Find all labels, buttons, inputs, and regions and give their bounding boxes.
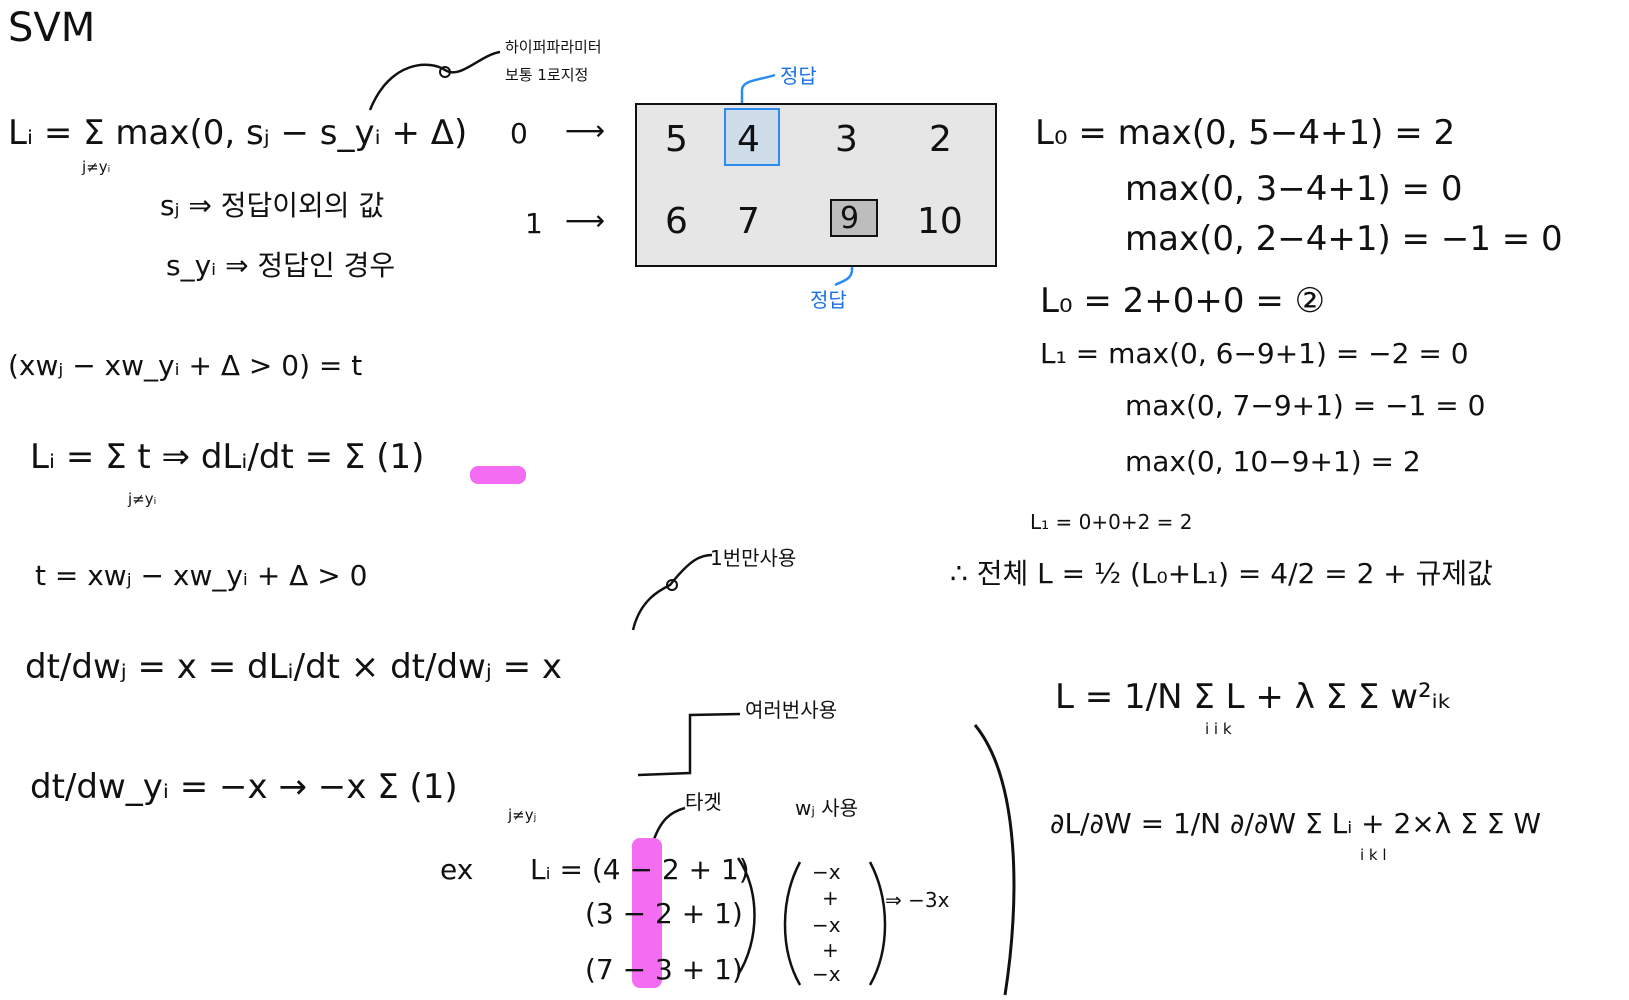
score-matrix: 5 4 3 2 6 7 9 10 <box>635 103 997 267</box>
answer-label-top: 정답 <box>780 64 817 88</box>
loss-formula: Lᵢ = Σ max(0, sⱼ − s_yᵢ + Δ) <box>8 113 468 153</box>
matrix-cell: 5 <box>665 119 688 160</box>
regularized-loss: L = 1/N Σ L + λ Σ Σ w²ᵢₖ <box>1055 677 1453 717</box>
sj-definition: sⱼ ⇒ 정답이외의 값 <box>160 189 385 222</box>
t-definition: (xwⱼ − xw_yᵢ + Δ > 0) = t <box>8 349 363 382</box>
ex-label: ex <box>440 853 474 886</box>
ex-result: ⇒ −3x <box>885 888 950 912</box>
vector-entry: + <box>822 938 839 962</box>
L1-line-3: max(0, 10−9+1) = 2 <box>1125 445 1421 478</box>
t-line: t = xwⱼ − xw_yᵢ + Δ > 0 <box>35 559 368 592</box>
divider-curve <box>973 724 1016 996</box>
correct-cell-highlight-row0 <box>724 108 780 166</box>
answer-bottom-arrow <box>834 237 854 287</box>
hyperparam-note-2: 보통 1로지정 <box>505 66 589 84</box>
matrix-cell: 9 <box>840 201 860 236</box>
dt-dwj: dt/dwⱼ = x = dLᵢ/dt × dt/dwⱼ = x <box>25 647 563 687</box>
note-once: 1번만사용 <box>710 546 797 570</box>
row-arrow-1: ⟶ <box>565 204 606 237</box>
wj-usage-note: wⱼ 사용 <box>795 796 859 820</box>
vector-entry: + <box>822 886 839 910</box>
loss-formula-sub: j≠yᵢ <box>82 158 111 176</box>
note-many: 여러번사용 <box>745 698 837 722</box>
target-note: 타겟 <box>685 790 722 814</box>
total-loss: ∴ 전체 L = ½ (L₀+L₁) = 4/2 = 2 + 규제값 <box>950 557 1493 590</box>
pink-highlight-target-column <box>632 838 662 988</box>
matrix-cell: 3 <box>835 119 858 160</box>
L1-line-1: L₁ = max(0, 6−9+1) = −2 = 0 <box>1040 337 1469 370</box>
matrix-cell: 2 <box>929 119 952 160</box>
L0-line-2: max(0, 3−4+1) = 0 <box>1125 169 1463 209</box>
vector-entry: −x <box>812 962 841 986</box>
answer-top-arrow <box>740 73 776 103</box>
matrix-cell: 7 <box>737 201 760 242</box>
many-arrow <box>637 712 741 777</box>
gradient-formula: ∂L/∂W = 1/N ∂/∂W Σ Lᵢ + 2×λ Σ Σ W <box>1050 807 1542 840</box>
ex-row-3: (7 − 3 + 1) <box>585 953 743 986</box>
answer-label-bottom: 정답 <box>810 288 847 312</box>
correct-cell-highlight-row1 <box>830 199 878 237</box>
ex-row-1: Lᵢ = (4 − 2 + 1) <box>530 853 750 886</box>
L0-line-1: L₀ = max(0, 5−4+1) = 2 <box>1035 113 1456 153</box>
matrix-cell: 4 <box>737 119 760 160</box>
gradient-formula-sub: i k l <box>1360 846 1387 864</box>
ex-row-2: (3 − 2 + 1) <box>585 897 743 930</box>
row-label-0: 0 <box>510 117 528 150</box>
matrix-cell: 6 <box>665 201 688 242</box>
L1-line-2: max(0, 7−9+1) = −1 = 0 <box>1125 389 1486 422</box>
hyperparam-arrow <box>368 50 501 111</box>
L1-sum: L₁ = 0+0+2 = 2 <box>1030 510 1193 534</box>
page-title: SVM <box>8 5 96 51</box>
dt-dwyi: dt/dw_yᵢ = −x → −x Σ (1) <box>30 767 458 807</box>
vector-entry: −x <box>812 913 841 937</box>
regularized-loss-sub: i i k <box>1205 720 1232 738</box>
L0-sum: L₀ = 2+0+0 = ② <box>1040 281 1326 321</box>
row-label-1: 1 <box>525 207 543 240</box>
hyperparam-note: 하이퍼파라미터 <box>505 38 602 56</box>
row-arrow-0: ⟶ <box>565 114 606 147</box>
Li-derivative: Lᵢ = Σ t ⇒ dLᵢ/dt = Σ (1) <box>30 437 425 477</box>
pink-highlight-sum-sub <box>470 466 526 484</box>
Li-derivative-sub: j≠yᵢ <box>128 490 157 508</box>
once-arrow <box>631 553 713 631</box>
L0-line-3: max(0, 2−4+1) = −1 = 0 <box>1125 219 1563 259</box>
syi-definition: s_yᵢ ⇒ 정답인 경우 <box>166 249 396 282</box>
vector-entry: −x <box>812 860 841 884</box>
dt-dwyi-sub: j≠yⱼ <box>508 806 537 824</box>
matrix-cell: 10 <box>917 201 963 242</box>
